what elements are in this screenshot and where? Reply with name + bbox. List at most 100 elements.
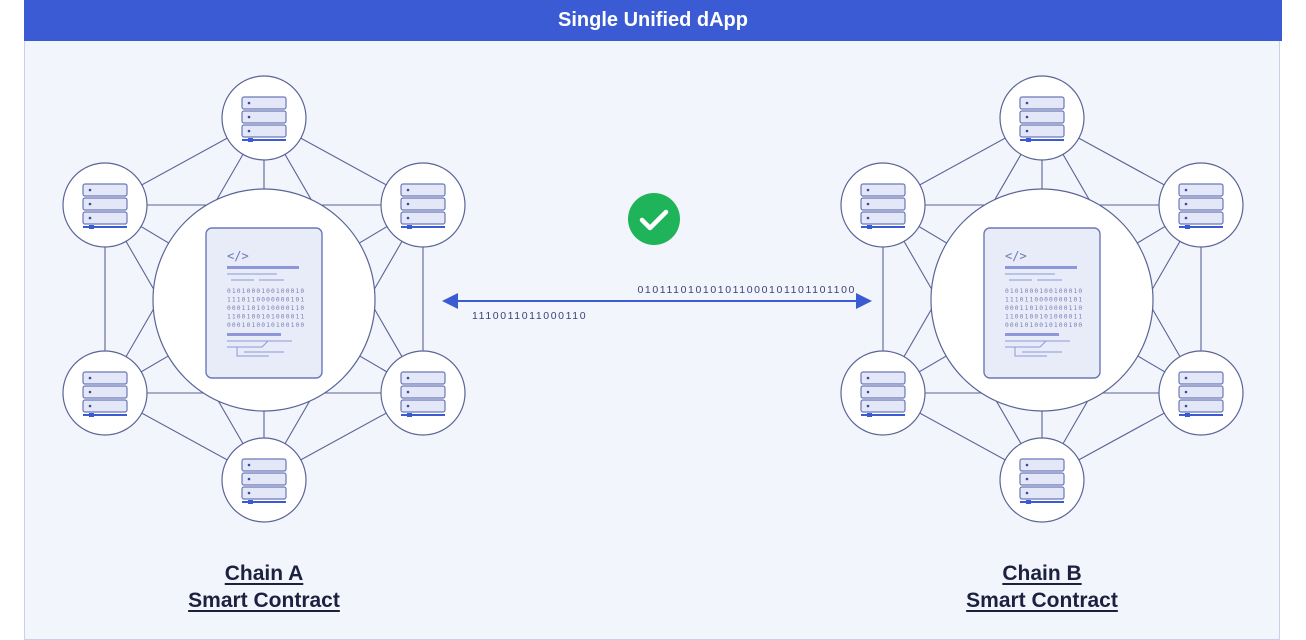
server-icon <box>400 183 446 229</box>
server-icon <box>82 183 128 229</box>
server-led <box>1184 216 1188 220</box>
bridge-top-bits: 010111010101011000101101101100 <box>637 284 856 296</box>
doc-bits: 1110110000000101 <box>227 297 305 304</box>
server-base <box>401 414 445 416</box>
doc-bar <box>227 266 299 269</box>
server-unit <box>400 197 446 211</box>
server-led <box>1025 491 1029 495</box>
server-base <box>242 501 286 503</box>
server-led <box>406 404 410 408</box>
server-base <box>242 139 286 141</box>
server-foot <box>1026 500 1031 504</box>
server-led <box>247 477 251 481</box>
check-mark <box>639 209 669 231</box>
doc-bar <box>227 333 281 336</box>
server-unit <box>860 371 906 385</box>
server-unit <box>400 385 446 399</box>
server-foot <box>1185 225 1190 229</box>
check-circle <box>628 193 680 245</box>
chain-b-network: </>0101000100100010111011000000010100011… <box>840 75 1244 523</box>
server-led <box>1025 129 1029 133</box>
doc-line <box>227 340 269 348</box>
server-unit <box>400 211 446 225</box>
server-unit <box>82 211 128 225</box>
server-unit <box>82 371 128 385</box>
bridge-arrow: 0101110101010110001011011011001110011011… <box>442 284 872 322</box>
doc-bits: 1100100101000011 <box>1005 314 1083 321</box>
server-led <box>866 376 870 380</box>
server-base <box>1020 139 1064 141</box>
server-base <box>1179 226 1223 228</box>
server-led <box>88 404 92 408</box>
server-foot <box>407 225 412 229</box>
server-foot <box>867 225 872 229</box>
server-unit <box>400 371 446 385</box>
server-icon <box>241 96 287 142</box>
server-unit <box>400 399 446 413</box>
server-unit <box>860 385 906 399</box>
server-unit <box>82 197 128 211</box>
doc-bits: 0001010010100100 <box>227 322 305 329</box>
server-led <box>866 390 870 394</box>
server-led <box>406 202 410 206</box>
server-base <box>861 226 905 228</box>
server-base <box>1179 414 1223 416</box>
server-icon <box>241 458 287 504</box>
doc-bits: 0101000100100010 <box>1005 288 1083 295</box>
server-foot <box>867 413 872 417</box>
server-unit <box>1019 110 1065 124</box>
server-unit <box>860 197 906 211</box>
server-led <box>88 376 92 380</box>
chain-a-label: Chain A Smart Contract <box>114 560 414 614</box>
server-led <box>247 491 251 495</box>
server-icon <box>860 183 906 229</box>
server-led <box>1184 376 1188 380</box>
server-foot <box>1185 413 1190 417</box>
arrow-left-head <box>442 293 458 309</box>
code-icon: </> <box>227 249 249 263</box>
chain-a-name: Chain A <box>224 562 304 585</box>
server-led <box>247 463 251 467</box>
smart-contract-document: </>0101000100100010111011000000010100011… <box>205 227 323 379</box>
chain-a-network: </>0101000100100010111011000000010100011… <box>62 75 466 523</box>
server-led <box>88 390 92 394</box>
server-unit <box>1019 458 1065 472</box>
server-led <box>88 216 92 220</box>
server-icon <box>1178 183 1224 229</box>
server-foot <box>1026 138 1031 142</box>
server-unit <box>241 458 287 472</box>
server-led <box>247 101 251 105</box>
server-unit <box>860 399 906 413</box>
server-led <box>247 129 251 133</box>
server-unit <box>860 183 906 197</box>
server-unit <box>82 183 128 197</box>
server-foot <box>89 225 94 229</box>
doc-line <box>236 347 269 357</box>
server-led <box>406 216 410 220</box>
server-led <box>1025 463 1029 467</box>
header-bar: Single Unified dApp <box>24 0 1282 41</box>
check-circle-icon <box>628 193 680 245</box>
server-led <box>1025 115 1029 119</box>
server-base <box>401 226 445 228</box>
server-icon <box>860 371 906 417</box>
doc-bits: 0001010010100100 <box>1005 322 1083 329</box>
server-foot <box>248 500 253 504</box>
doc-line <box>1014 347 1047 357</box>
server-led <box>866 216 870 220</box>
server-led <box>1184 390 1188 394</box>
header-title: Single Unified dApp <box>558 9 748 31</box>
code-icon: </> <box>1005 249 1027 263</box>
server-foot <box>89 413 94 417</box>
server-base <box>83 414 127 416</box>
server-unit <box>1178 183 1224 197</box>
server-unit <box>241 96 287 110</box>
doc-bits: 1110110000000101 <box>1005 297 1083 304</box>
server-unit <box>1019 96 1065 110</box>
server-led <box>247 115 251 119</box>
server-led <box>406 390 410 394</box>
server-foot <box>407 413 412 417</box>
server-unit <box>1019 486 1065 500</box>
doc-bits: 1100100101000011 <box>227 314 305 321</box>
